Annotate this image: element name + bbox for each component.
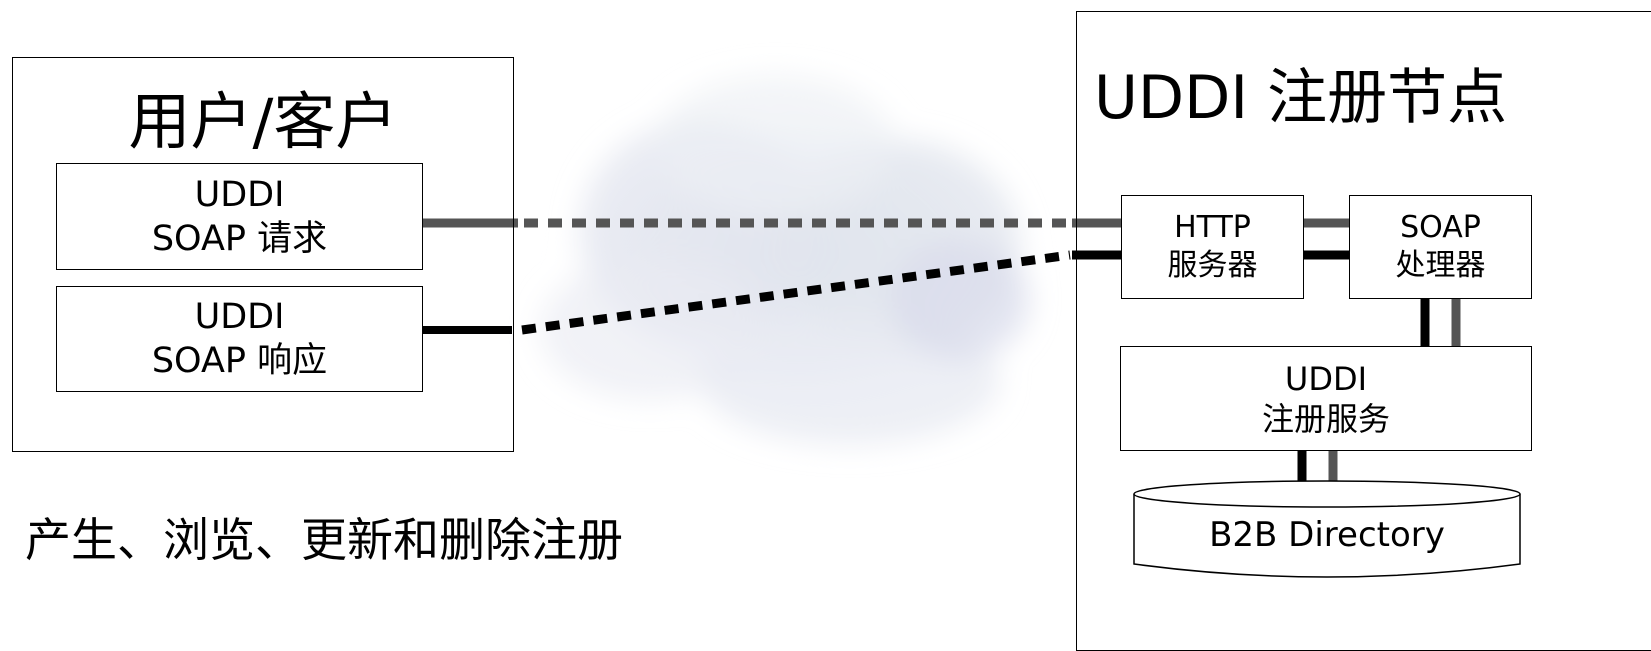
soap-request-line1: UDDI <box>194 174 285 215</box>
network-cloud <box>540 75 1030 445</box>
registry-service-box: UDDI 注册服务 <box>1120 346 1532 451</box>
client-box: 用户/客户 <box>12 57 514 452</box>
registry-service-line1: UDDI <box>1284 359 1368 398</box>
footer-text: 产生、浏览、更新和删除注册 <box>25 513 623 567</box>
soap-request-line2: SOAP 请求 <box>151 218 328 259</box>
client-title: 用户/客户 <box>128 85 398 158</box>
soap-response-box: UDDI SOAP 响应 <box>56 286 423 392</box>
registry-node-title: UDDI 注册节点 <box>1094 63 1508 133</box>
database-icon <box>1133 480 1521 578</box>
response-line-dotted <box>521 250 1071 335</box>
soap-response-line1: UDDI <box>194 297 285 337</box>
http-server-line1: HTTP <box>1174 210 1251 245</box>
http-server-line2: 服务器 <box>1167 248 1258 283</box>
soap-processor-line1: SOAP <box>1400 210 1481 245</box>
soap-processor-box: SOAP 处理器 <box>1349 195 1532 299</box>
database-label: B2B Directory <box>1209 515 1445 555</box>
registry-service-line2: 注册服务 <box>1261 399 1390 438</box>
soap-response-line2: SOAP 响应 <box>151 341 328 381</box>
soap-processor-line2: 处理器 <box>1395 248 1486 283</box>
soap-request-box: UDDI SOAP 请求 <box>56 163 423 270</box>
connection-diagram <box>423 75 1521 578</box>
http-server-box: HTTP 服务器 <box>1121 195 1304 299</box>
